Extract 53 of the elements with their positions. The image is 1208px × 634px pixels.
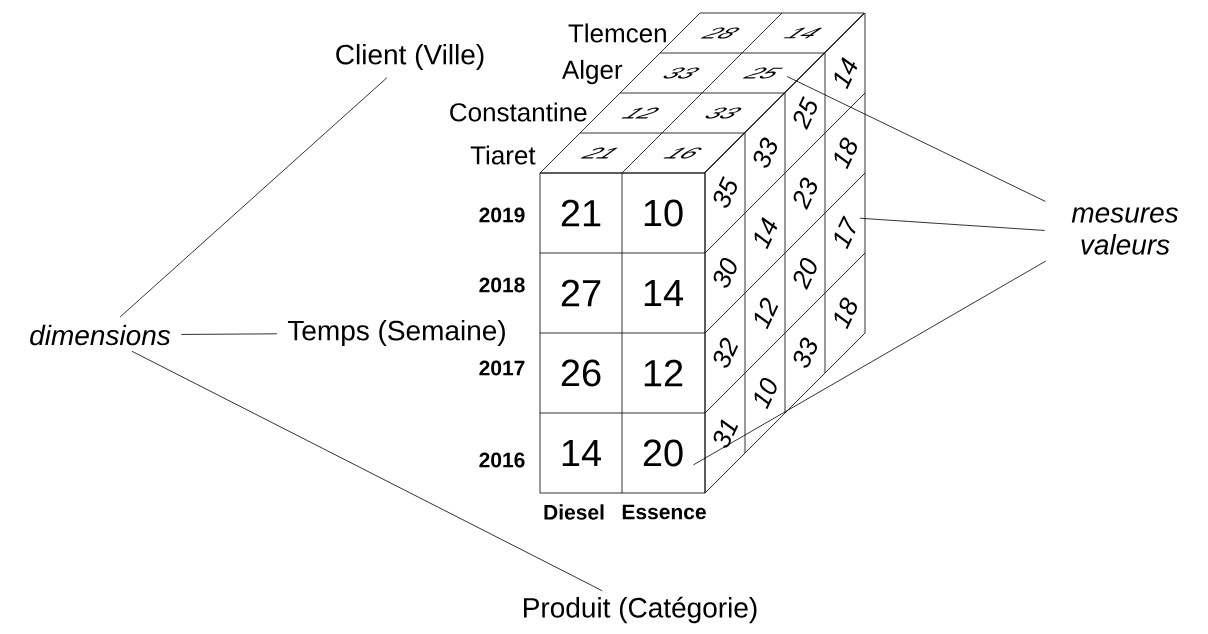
cell-value: 33: [663, 67, 700, 79]
city-label: Alger: [562, 59, 623, 85]
cell-value: 23: [793, 177, 817, 211]
cell-value: 33: [793, 337, 817, 368]
leader-line: [786, 76, 1046, 202]
cell-value: 21: [580, 147, 618, 159]
cell-value: 27: [561, 279, 601, 307]
product-label: Essence: [622, 504, 706, 520]
cell-value: 35: [713, 176, 737, 208]
dimension-name: Temps (Semaine): [287, 319, 505, 347]
cell-value: 33: [753, 137, 777, 168]
cell-value: 21: [561, 199, 601, 227]
leader-line: [180, 333, 278, 335]
cell-value: 12: [621, 107, 659, 119]
year-label: 2016: [479, 452, 525, 468]
leader-line: [859, 217, 1046, 231]
cell-value: 33: [705, 107, 742, 119]
cell-value: 31: [713, 419, 739, 448]
cell-value: 30: [713, 257, 737, 288]
year-label: 2019: [479, 207, 525, 223]
cell-value: 20: [643, 439, 683, 467]
cell-value: 26: [561, 359, 601, 387]
measures-label: mesures valeurs: [1071, 207, 1179, 255]
dimensions-label: dimensions: [30, 324, 171, 346]
city-label: Tiaret: [470, 145, 536, 165]
cell-value: 14: [783, 27, 823, 39]
cell-value: 10: [644, 199, 683, 227]
cell-value: 16: [663, 147, 702, 159]
year-label: 2017: [479, 360, 525, 376]
dimension-name: Client (Ville): [336, 43, 484, 71]
cell-value: 28: [700, 27, 740, 39]
cell-value: 25: [742, 67, 784, 79]
cell-value: 17: [834, 215, 856, 250]
cell-value: 12: [754, 297, 779, 330]
cell-value: 10: [754, 377, 777, 410]
dimension-name: Produit (Catégorie): [524, 596, 757, 624]
city-label: Tlemcen: [568, 23, 666, 43]
cell-value: 14: [834, 57, 858, 90]
cell-value: 14: [562, 439, 601, 467]
year-label: 2018: [479, 277, 525, 293]
leader-line: [119, 77, 388, 318]
cell-value: 32: [713, 337, 739, 368]
cell-value: 14: [754, 217, 778, 250]
cell-value: 25: [793, 96, 817, 131]
cell-value: 14: [644, 279, 683, 307]
cell-value: 18: [834, 297, 857, 330]
leader-line: [693, 260, 1047, 466]
cell-value: 18: [834, 137, 857, 170]
leader-line: [131, 350, 603, 592]
cell-value: 12: [644, 359, 683, 387]
cell-value: 20: [793, 257, 817, 291]
product-label: Diesel: [544, 504, 604, 520]
city-label: Constantine: [450, 102, 587, 122]
